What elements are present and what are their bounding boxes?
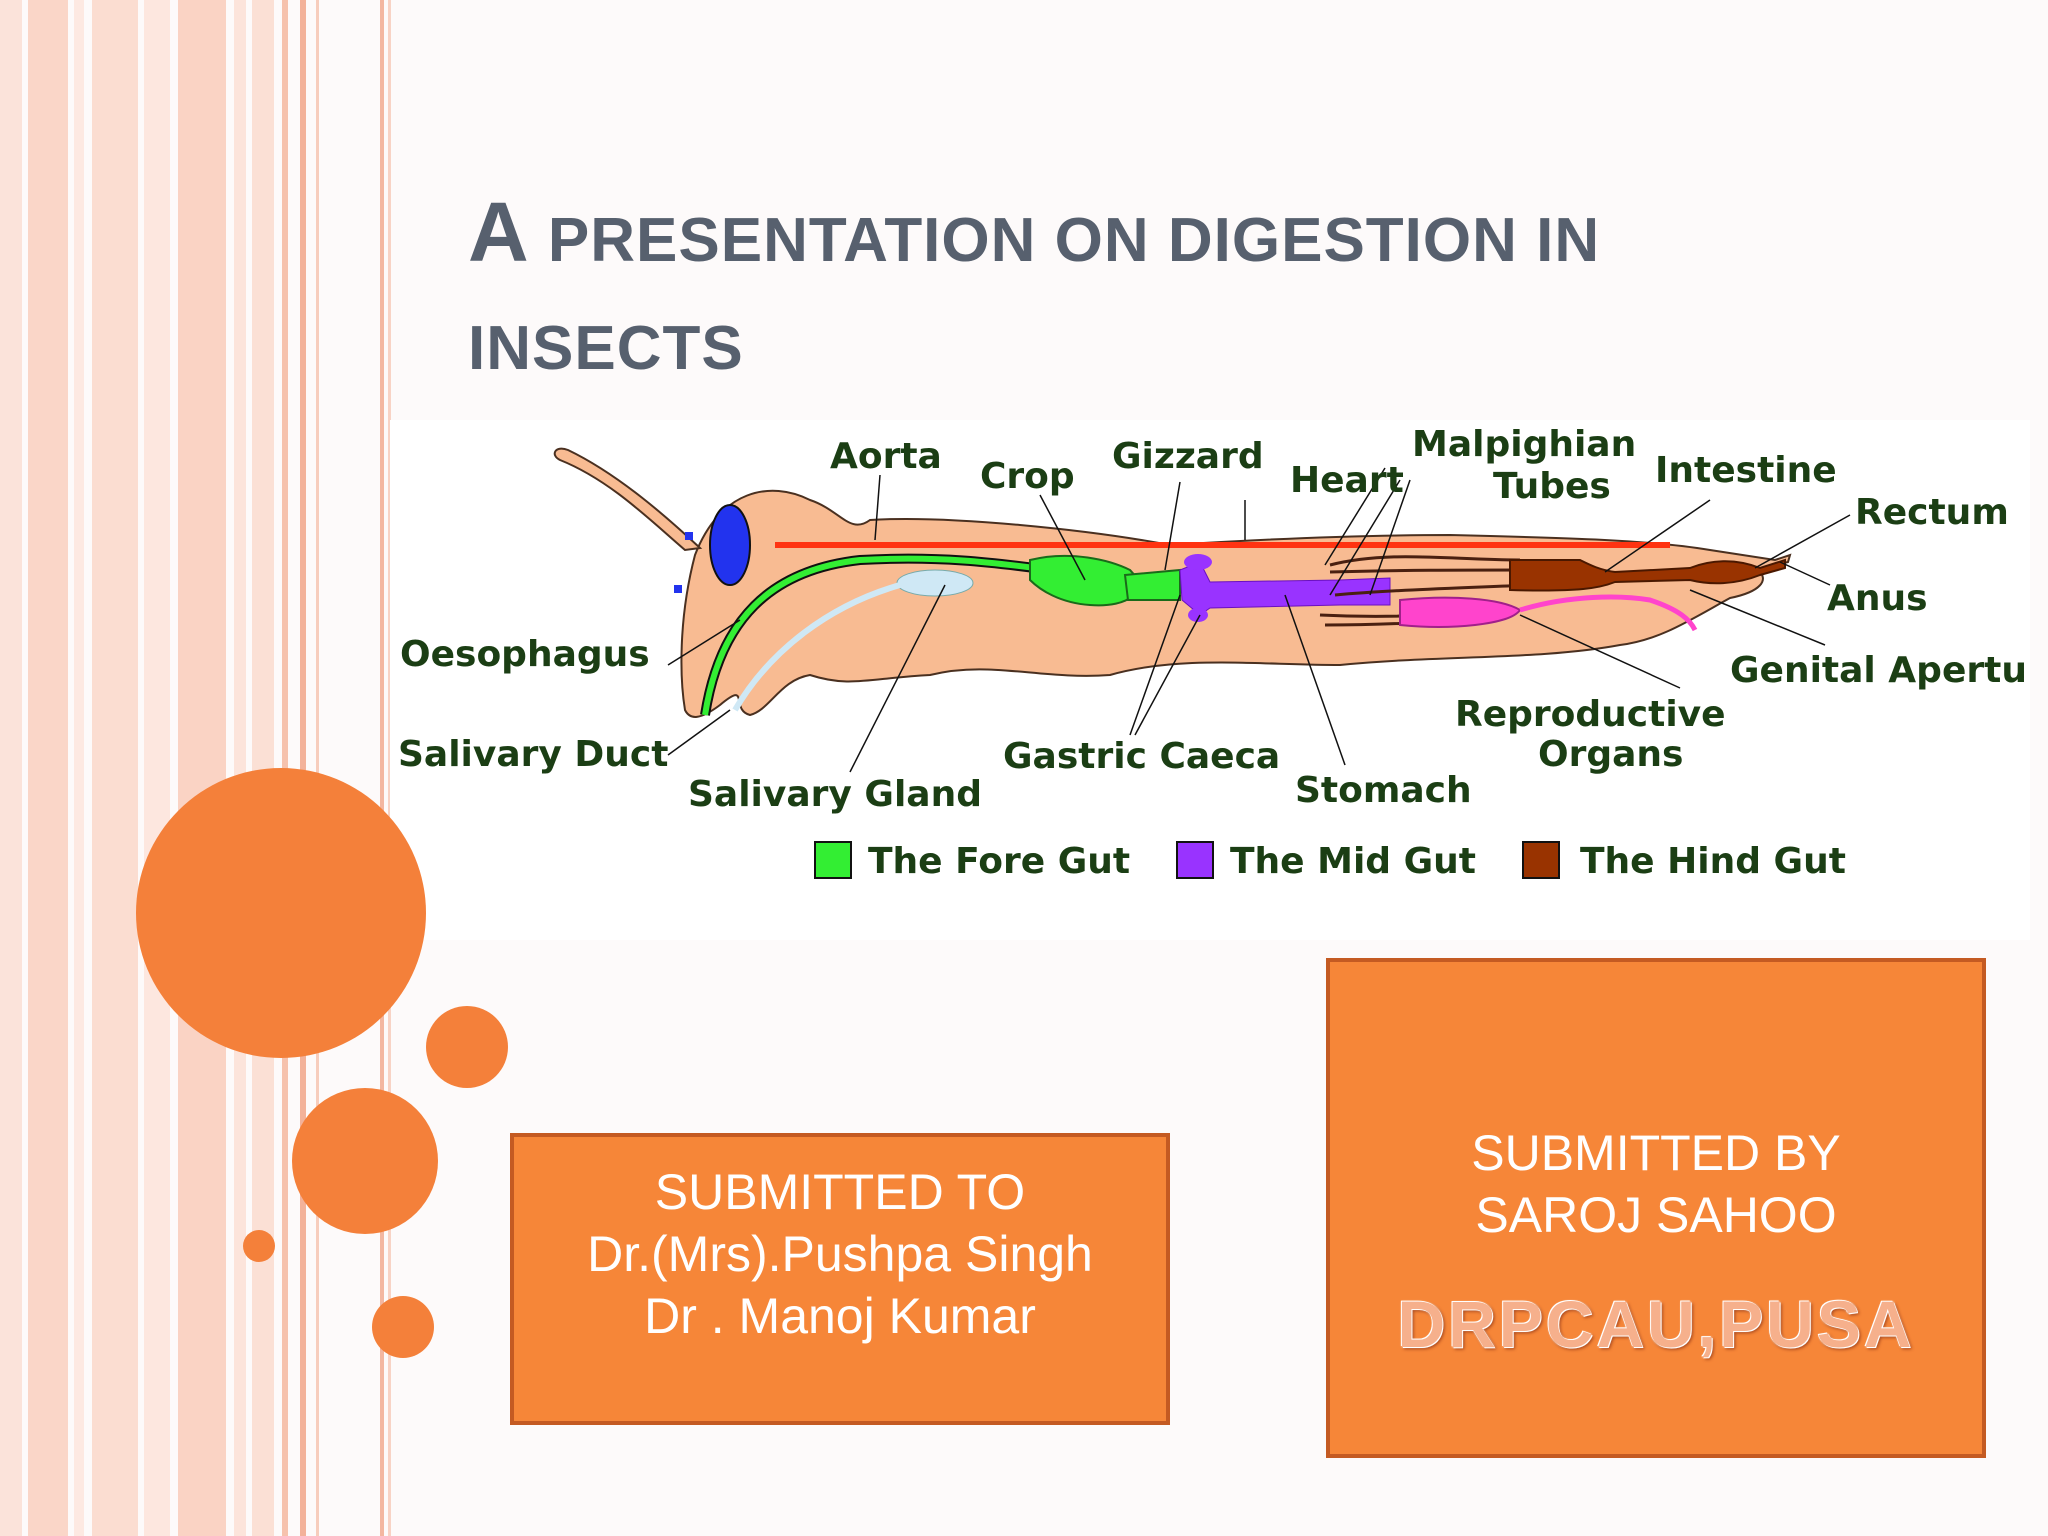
legend-label-hind-gut: The Hind Gut xyxy=(1580,841,1846,882)
insect-digestive-diagram: Aorta Crop Gizzard Heart Malpighian Tube… xyxy=(390,420,2030,940)
salivary-gland-shape xyxy=(896,569,974,597)
decorative-circle xyxy=(426,1006,508,1088)
label-aorta: Aorta xyxy=(830,436,942,477)
submitted-to-heading: SUBMITTED TO xyxy=(654,1164,1026,1220)
label-reproductive: Reproductive xyxy=(1455,694,1726,735)
decorative-circle-large xyxy=(136,768,426,1058)
legend-swatch-fore-gut xyxy=(814,841,852,879)
submitted-to-box: SUBMITTED TO Dr.(Mrs).Pushpa Singh Dr . … xyxy=(510,1133,1170,1425)
legend-swatch-mid-gut xyxy=(1176,841,1214,879)
gizzard-shape xyxy=(1123,568,1181,601)
label-organs: Organs xyxy=(1538,734,1683,775)
submitted-to-name-2: Dr . Manoj Kumar xyxy=(644,1288,1036,1344)
decorative-circle xyxy=(292,1088,438,1234)
slide-title: A PRESENTATION ON DIGESTION IN INSECTS xyxy=(468,178,1868,403)
label-malpighian: Malpighian xyxy=(1412,424,1636,465)
leader-lines xyxy=(667,467,1851,773)
label-intestine: Intestine xyxy=(1655,450,1837,491)
diagram-legend: The Fore Gut The Mid Gut The Hind Gut xyxy=(814,841,1846,882)
legend-swatch-hind-gut xyxy=(1522,841,1560,879)
title-text: PRESENTATION ON DIGESTION IN INSECTS xyxy=(468,206,1601,383)
submitted-to-name-1: Dr.(Mrs).Pushpa Singh xyxy=(587,1226,1093,1282)
title-initial: A xyxy=(468,185,530,279)
label-rectum: Rectum xyxy=(1855,492,2009,533)
ocellus xyxy=(685,532,693,540)
label-tubes: Tubes xyxy=(1493,466,1611,507)
reproductive-organs-shape xyxy=(1399,596,1522,628)
label-stomach: Stomach xyxy=(1295,770,1472,811)
label-heart: Heart xyxy=(1290,460,1404,501)
antenna xyxy=(553,447,703,552)
label-gastric-caeca: Gastric Caeca xyxy=(1003,736,1280,777)
submitted-by-heading: SUBMITTED BY xyxy=(1471,1125,1841,1181)
legend-label-fore-gut: The Fore Gut xyxy=(868,841,1130,882)
ocellus xyxy=(674,585,682,593)
gastric-caeca-shape xyxy=(1184,554,1212,570)
reproductive-duct xyxy=(1519,594,1698,632)
eye xyxy=(709,504,751,586)
label-oesophagus: Oesophagus xyxy=(400,634,650,675)
submitted-by-box: SUBMITTED BY SAROJ SAHOO DRPCAU,PUSA xyxy=(1326,958,1986,1458)
label-genital-aperture: Genital Apertur xyxy=(1730,650,2030,691)
gastric-caeca-shape xyxy=(1188,608,1208,622)
decorative-stripes xyxy=(0,0,400,1536)
oesophagus-tube-fill xyxy=(702,555,1051,716)
institution-logo-text: DRPCAU,PUSA xyxy=(1397,1287,1915,1361)
legend-label-mid-gut: The Mid Gut xyxy=(1230,841,1476,882)
salivary-duct-line xyxy=(732,582,901,712)
submitted-by-name: SAROJ SAHOO xyxy=(1475,1187,1837,1243)
decorative-circle xyxy=(372,1296,434,1358)
label-crop: Crop xyxy=(980,456,1075,497)
decorative-circle-small xyxy=(243,1230,275,1262)
label-anus: Anus xyxy=(1827,578,1928,619)
label-salivary-gland: Salivary Gland xyxy=(688,774,982,815)
label-salivary-duct: Salivary Duct xyxy=(398,734,668,775)
label-gizzard: Gizzard xyxy=(1112,436,1264,477)
